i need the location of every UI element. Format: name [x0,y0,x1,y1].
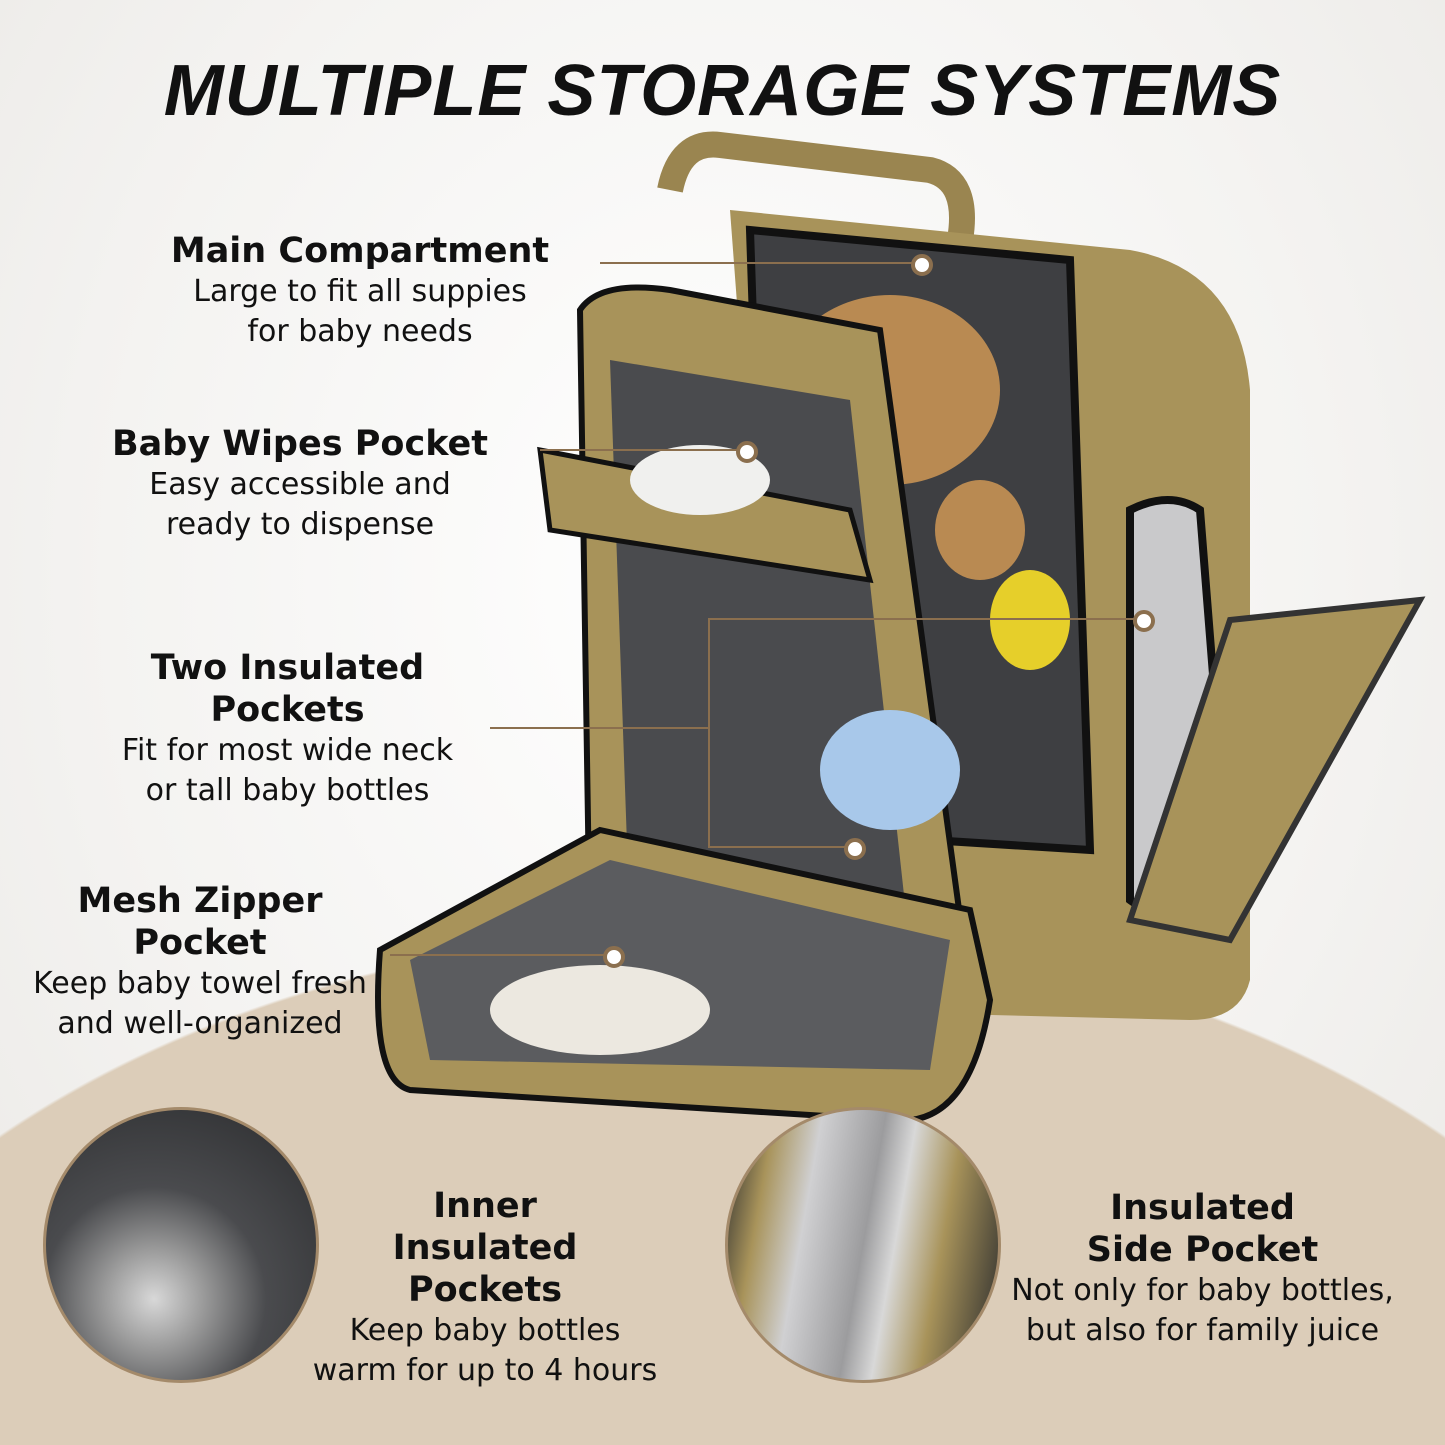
feature-text: Keep baby bottles [349,1313,621,1348]
marker-dot [911,254,933,276]
feature-mesh-zipper-pocket: Mesh Zipper Pocket Keep baby towel fresh… [10,880,390,1044]
feature-main-compartment: Main Compartment Large to fit all suppie… [160,230,560,352]
feature-insulated-side-pocket: Insulated Side Pocket Not only for baby … [995,1187,1410,1351]
feature-heading: Inner Insulated Pockets [392,1186,578,1310]
marker-dot [736,441,758,463]
side-pocket-detail-image [725,1107,1001,1383]
leader-line [708,618,710,848]
feature-heading: Two Insulated Pockets [150,648,425,730]
feature-two-insulated-pockets: Two Insulated Pockets Fit for most wide … [70,647,505,811]
feature-text: Fit for most wide neck [121,733,454,768]
page-title: MULTIPLE STORAGE SYSTEMS [163,51,1282,131]
feature-text: or tall baby bottles [145,773,430,808]
feature-text: warm for up to 4 hours [312,1353,658,1388]
feature-text: ready to dispense [165,507,435,542]
feature-text: and well-organized [57,1006,343,1041]
feature-heading: Insulated Side Pocket [1086,1188,1319,1270]
marker-dot [1133,610,1155,632]
leader-line [710,618,1140,620]
leader-line [710,846,853,848]
feature-heading: Mesh Zipper Pocket [77,881,323,963]
feature-text: Not only for baby bottles, [1011,1273,1394,1308]
leader-line [390,954,612,956]
feature-heading: Baby Wipes Pocket [111,424,488,464]
feature-text: for baby needs [247,314,473,349]
leader-line [540,449,745,451]
feature-text: Large to fit all suppies [193,274,527,309]
feature-baby-wipes-pocket: Baby Wipes Pocket Easy accessible and re… [100,423,500,545]
marker-dot [603,946,625,968]
marker-dot [844,838,866,860]
leader-line [490,727,710,729]
feature-text: but also for family juice [1025,1313,1380,1348]
inner-pocket-detail-image [43,1107,319,1383]
feature-text: Keep baby towel fresh [33,966,367,1001]
backpack-image [375,131,1426,1124]
feature-text: Easy accessible and [149,467,451,502]
feature-inner-insulated-pockets: Inner Insulated Pockets Keep baby bottle… [295,1185,675,1391]
leader-line [600,262,920,264]
feature-heading: Main Compartment [170,231,550,271]
